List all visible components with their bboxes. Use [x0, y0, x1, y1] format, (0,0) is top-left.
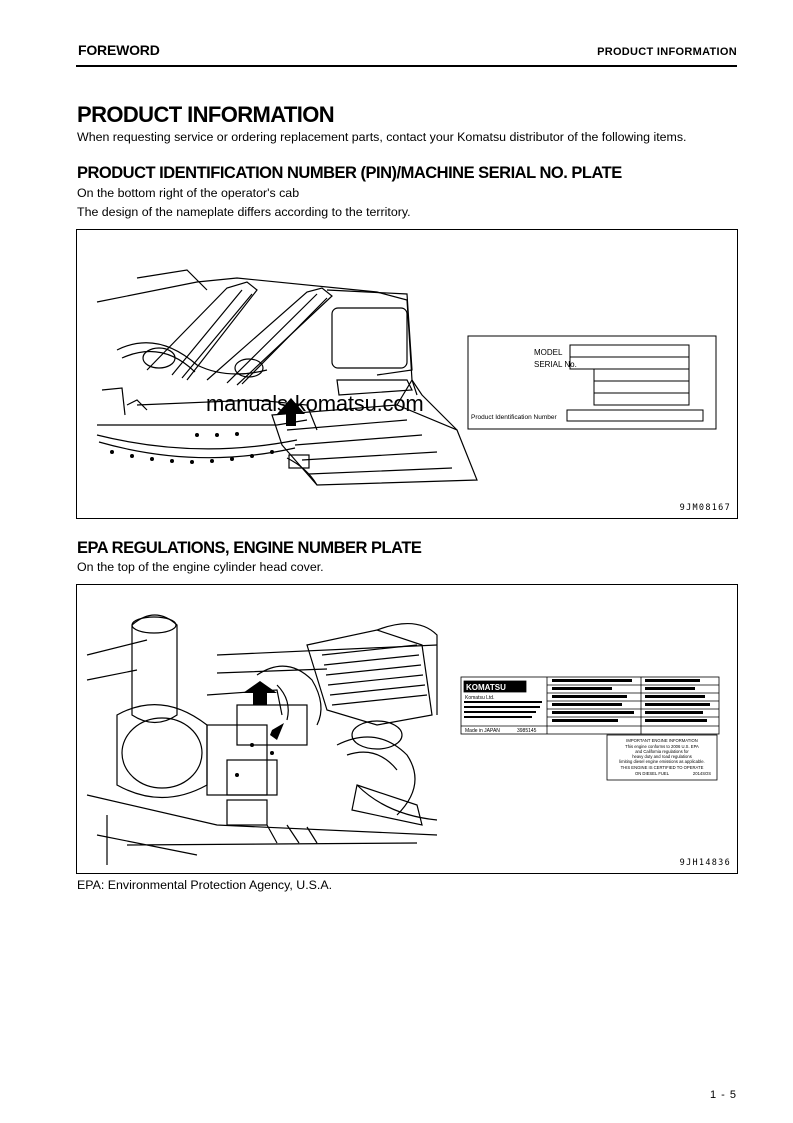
plate-info-line6: ON DIESEL FUEL — [635, 771, 670, 776]
section1-heading: PRODUCT IDENTIFICATION NUMBER (PIN)/MACH… — [77, 164, 622, 182]
plate-serial-label: SERIAL No. — [534, 360, 577, 369]
page-title: PRODUCT INFORMATION — [77, 102, 335, 127]
plate-info-line5: THIS ENGINE IS CERTIFIED TO OPERATE — [621, 765, 704, 770]
intro-text: When requesting service or ordering repl… — [77, 130, 687, 144]
footnote: EPA: Environmental Protection Agency, U.… — [77, 878, 333, 892]
plate-pin-label: Product Identification Number — [471, 414, 557, 421]
header-right: PRODUCT INFORMATION — [597, 46, 737, 58]
engine-illustration: KOMATSU Komatsu Ltd. Made in JAPAN 39851… — [86, 614, 720, 865]
plate-made-in: Made in JAPAN — [465, 728, 500, 734]
pointer-arrow-icon — [277, 398, 305, 426]
section2-heading: EPA REGULATIONS, ENGINE NUMBER PLATE — [77, 539, 422, 557]
plate-info-line2: and California regulations for — [635, 749, 689, 754]
plate-info-line3: heavy duty and road regulations — [632, 754, 692, 759]
machine-nameplate — [467, 335, 717, 430]
page-number: 1 - 5 — [709, 1089, 737, 1101]
figure-pin-plate: MODEL SERIAL No. Product Identification … — [76, 229, 738, 519]
header-left: FOREWORD — [78, 42, 160, 58]
figure1-code: 9JM08167 — [679, 503, 731, 513]
plate-info-title: IMPORTANT ENGINE INFORMATION — [626, 738, 698, 743]
section1-line1: On the bottom right of the operator's ca… — [77, 186, 300, 200]
figure-engine-plate: KOMATSU Komatsu Ltd. Made in JAPAN 39851… — [76, 584, 738, 874]
plate-brand: KOMATSU — [466, 683, 506, 692]
pin-plate-illustration: MODEL SERIAL No. Product Identification … — [96, 269, 717, 486]
engine-nameplate — [460, 676, 720, 781]
figure2-code: 9JH14836 — [679, 858, 731, 868]
pointer-arrow-icon — [243, 681, 277, 705]
section2-line1: On the top of the engine cylinder head c… — [77, 560, 324, 574]
plate-part-no: 3985145 — [517, 728, 537, 734]
plate-info-year: 2014SOS — [693, 771, 711, 776]
header-rule — [76, 65, 737, 67]
plate-info-line4: limiting diesel engine emissions as appl… — [619, 759, 704, 764]
plate-company: Komatsu Ltd. — [465, 695, 494, 701]
watermark: manuals-komatsu.com — [206, 391, 424, 416]
plate-info-line1: This engine conforms to 2006 U.S. EPA — [625, 744, 699, 749]
plate-model-label: MODEL — [534, 348, 563, 357]
section1-line2: The design of the nameplate differs acco… — [77, 205, 411, 219]
